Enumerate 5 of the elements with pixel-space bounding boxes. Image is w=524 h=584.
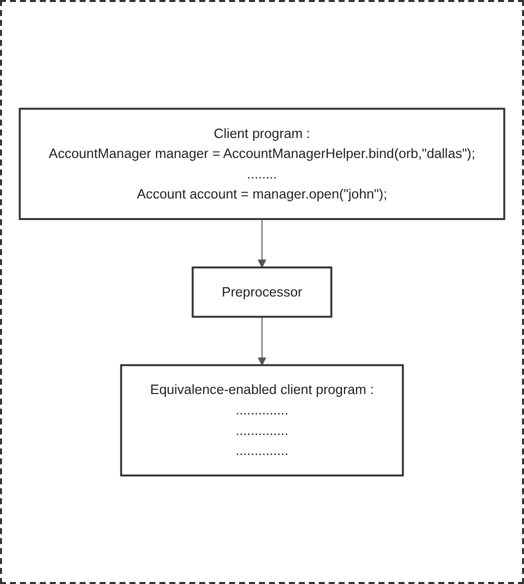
arrow — [258, 316, 266, 366]
node-box: Equivalence-enabled client program : .............. .............. .............. — [120, 364, 404, 476]
node-box: Client program : AccountManager manager = AccountManagerHelper.bind(orb,"dallas"); ........ Account account = manager.open("john"); — [18, 108, 506, 220]
node-box: Preprocessor — [192, 266, 332, 318]
arrow — [258, 218, 266, 268]
